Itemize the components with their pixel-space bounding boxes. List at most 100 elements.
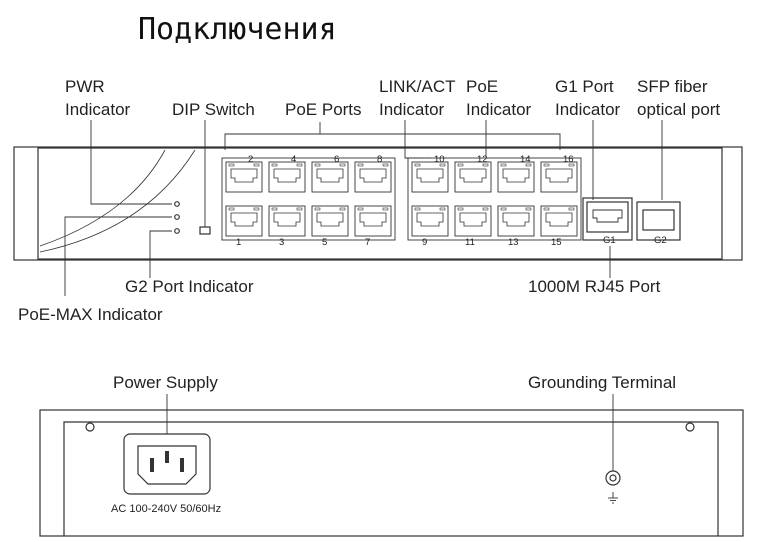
rj45-port-contacts <box>359 168 387 183</box>
port-led <box>414 163 421 167</box>
rj45-port <box>411 161 449 193</box>
rj45-port-contacts <box>230 168 258 183</box>
poe-indicator-label-line2: Indicator <box>466 100 532 119</box>
rj45-port-contacts <box>273 168 301 183</box>
port-led <box>500 163 507 167</box>
port-led <box>500 207 507 211</box>
rj45-port-contacts <box>502 168 530 183</box>
rj45-port <box>454 205 492 237</box>
port-led <box>314 207 321 211</box>
g1-port-frame <box>582 197 633 241</box>
rj45-port <box>411 205 449 237</box>
port-led <box>382 163 389 167</box>
port-led <box>253 207 260 211</box>
rj45-port <box>454 161 492 193</box>
rj45-port-label: 1000M RJ45 Port <box>528 277 661 296</box>
rj45-port <box>311 161 349 193</box>
g2-led <box>174 228 180 234</box>
power-rating-label: AC 100-240V 50/60Hz <box>111 503 222 515</box>
g1-port-contacts <box>592 209 623 223</box>
poe-port-group <box>221 157 582 241</box>
rj45-port <box>268 205 306 237</box>
port-led <box>228 163 235 167</box>
poe-max-leader <box>64 216 172 296</box>
port-led <box>314 163 321 167</box>
rj45-port-contacts <box>316 168 344 183</box>
front-panel-outer <box>13 146 743 261</box>
g2-port-number: G2 <box>654 235 667 246</box>
rj45-port <box>497 161 535 193</box>
port-led <box>543 163 550 167</box>
port-number-top: 12 <box>477 154 488 165</box>
rear-panel-inner <box>63 421 719 536</box>
link-act-label-line2: Indicator <box>379 100 445 119</box>
port-led <box>253 163 260 167</box>
pwr-label-line2: Indicator <box>65 100 131 119</box>
g2-leader <box>149 230 172 278</box>
port-number-top: 14 <box>520 154 531 165</box>
port-number-top: 4 <box>291 154 297 165</box>
port-number-top: 6 <box>334 154 340 165</box>
rj45-port <box>354 205 392 237</box>
g1-port <box>586 201 629 233</box>
port-led <box>457 163 464 167</box>
poe-ports-label: PoE Ports <box>285 100 362 119</box>
front-panel-inner <box>37 147 723 260</box>
power-supply-label: Power Supply <box>113 373 218 392</box>
rj45-port-contacts <box>416 212 444 227</box>
rj45-port-contacts <box>459 212 487 227</box>
sfp-port <box>642 209 675 231</box>
rear-screw-right <box>685 422 695 432</box>
rj45-port-contacts <box>316 212 344 227</box>
port-led <box>568 163 575 167</box>
port-number-top: 10 <box>434 154 445 165</box>
dip-switch-label: DIP Switch <box>172 100 255 119</box>
rj45-port-contacts <box>545 212 573 227</box>
rj45-port <box>225 205 263 237</box>
pwr-label-line1: PWR <box>65 77 105 96</box>
port-number-bottom: 15 <box>551 237 562 248</box>
rj45-port <box>540 161 578 193</box>
pwr-led <box>174 201 180 207</box>
port-led <box>439 163 446 167</box>
rear-panel-outer <box>39 409 744 537</box>
rj45-port-contacts <box>502 212 530 227</box>
ground-symbol-icon <box>608 492 618 504</box>
rj45-port-contacts <box>273 212 301 227</box>
link-act-leader <box>404 120 431 159</box>
g2-indicator-label: G2 Port Indicator <box>125 277 254 296</box>
port-led <box>271 207 278 211</box>
rj45-port <box>311 205 349 237</box>
rj45-port-contacts <box>359 212 387 227</box>
port-led <box>482 163 489 167</box>
port-led <box>339 207 346 211</box>
port-number-bottom: 13 <box>508 237 519 248</box>
port-led <box>357 207 364 211</box>
port-led <box>271 163 278 167</box>
port-led <box>296 207 303 211</box>
port-led <box>568 207 575 211</box>
port-led <box>414 207 421 211</box>
g1-indicator-label-line2: Indicator <box>555 100 621 119</box>
sfp-label-line1: SFP fiber <box>637 77 708 96</box>
port-led <box>525 163 532 167</box>
rj45-port-contacts <box>230 212 258 227</box>
poe-indicator-label-line1: PoE <box>466 77 499 96</box>
port-led <box>482 207 489 211</box>
socket-pin-right <box>180 458 184 472</box>
port-led <box>296 163 303 167</box>
port-led <box>382 207 389 211</box>
dip-switch <box>199 226 211 235</box>
rj45-port <box>354 161 392 193</box>
port-number-top: 8 <box>377 154 383 165</box>
power-socket-outer <box>123 433 211 495</box>
link-act-label-line1: LINK/ACT <box>379 77 456 96</box>
port-number-top: 16 <box>563 154 574 165</box>
sfp-label-line2: optical port <box>637 100 721 119</box>
rj45-port-contacts <box>545 168 573 183</box>
g1-indicator-label-line1: G1 Port <box>555 77 614 96</box>
sfp-port-frame <box>636 201 681 241</box>
rj45-port <box>540 205 578 237</box>
poe-max-indicator-label: PoE-MAX Indicator <box>18 305 163 324</box>
rj45-port-contacts <box>459 168 487 183</box>
